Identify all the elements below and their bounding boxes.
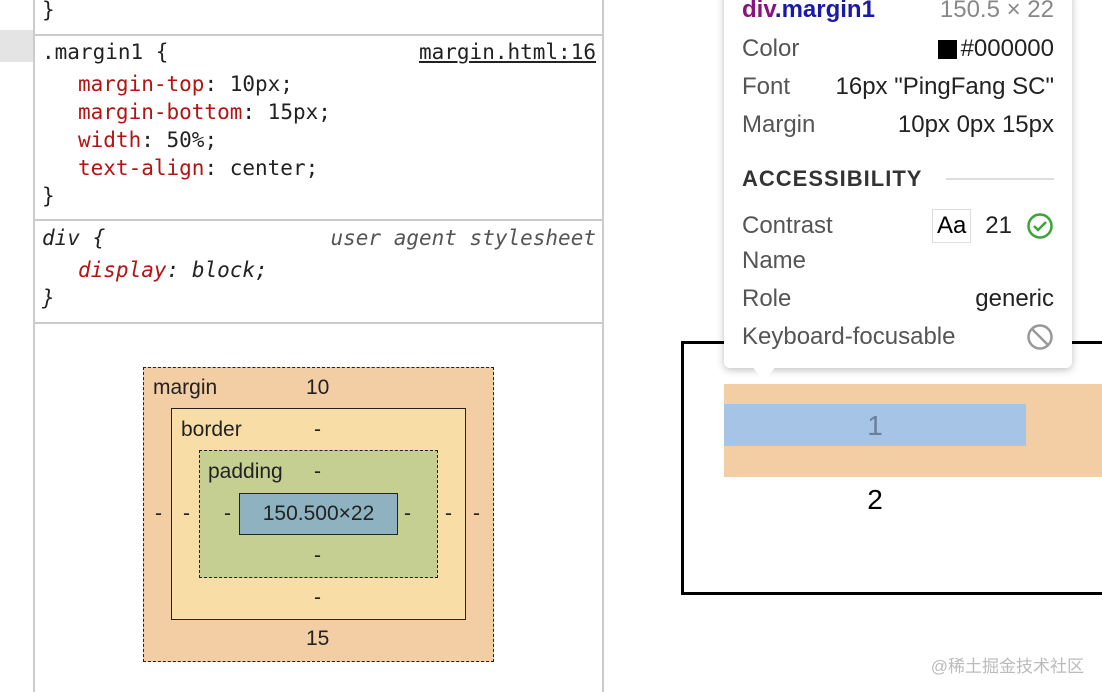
padding-bottom-value[interactable]: - [314, 544, 321, 567]
color-value: #000000 [960, 35, 1054, 62]
tooltip-arrow [752, 366, 776, 382]
inspect-tooltip: div.margin1 150.5 × 22 Color #000000 Font 1… [724, 0, 1072, 368]
property-name: margin-top [78, 72, 205, 96]
declaration[interactable]: text-align: center; [78, 156, 319, 180]
styles-pane [33, 0, 604, 692]
property-name: width [78, 128, 142, 152]
margin-value: 10px 0px 15px [897, 111, 1054, 138]
rule-close: } [42, 184, 55, 208]
property-name: display [78, 258, 167, 282]
declaration[interactable]: width: 50%; [78, 128, 218, 152]
property-value: center; [229, 156, 319, 180]
rule-close: } [42, 0, 55, 22]
font-label: Font [742, 73, 791, 100]
margin-right-value[interactable]: - [473, 502, 480, 525]
rule-close: } [42, 286, 55, 310]
content-size[interactable]: 150.500×22 [262, 502, 375, 525]
divider [33, 34, 604, 36]
border-label: border [181, 418, 242, 441]
contrast-sample: Aa [931, 209, 972, 243]
property-name: margin-bottom [78, 100, 243, 124]
selected-row-indicator [0, 30, 33, 62]
padding-label: padding [208, 460, 283, 483]
margin-left-value[interactable]: - [155, 502, 162, 525]
highlighted-div[interactable]: 1 [724, 404, 1026, 446]
margin-top-value[interactable]: 10 [306, 376, 330, 399]
declaration[interactable]: margin-top: 10px; [78, 72, 293, 96]
padding-left-value[interactable]: - [224, 502, 231, 525]
property-name: text-align [78, 156, 205, 180]
padding-right-value[interactable]: - [404, 502, 411, 525]
div-item-2[interactable]: 2 [867, 484, 883, 515]
rule-selector: div { [42, 226, 106, 250]
divider [33, 219, 604, 221]
name-label: Name [742, 247, 807, 274]
role-label: Role [742, 285, 792, 312]
box-model-content[interactable] [239, 493, 398, 535]
focus-label: Keyboard-focusable [742, 323, 956, 350]
tooltip-class: .margin1 [774, 0, 875, 23]
contrast-value: 21 [985, 212, 1012, 239]
tooltip-tag: div [742, 0, 775, 23]
divider [946, 178, 1054, 180]
divider [33, 322, 604, 324]
color-label: Color [742, 35, 800, 62]
source-link[interactable]: margin.html:16 [418, 40, 596, 64]
property-value: 15px; [267, 100, 331, 124]
border-left-value[interactable]: - [183, 502, 190, 525]
accessibility-heading: ACCESSIBILITY [742, 166, 923, 191]
tooltip-size: 150.5 × 22 [939, 0, 1054, 23]
rule-selector: .margin1 { [42, 40, 169, 64]
font-value: 16px "PingFang SC" [835, 73, 1055, 100]
declaration: display: block; [78, 258, 268, 282]
margin-label: Margin [742, 111, 816, 138]
declaration[interactable]: margin-bottom: 15px; [78, 100, 331, 124]
property-value: 50%; [166, 128, 218, 152]
watermark: @稀土掘金技术社区 [930, 657, 1084, 676]
padding-top-value[interactable]: - [314, 460, 321, 483]
color-swatch-icon [937, 39, 957, 59]
property-value: 10px; [229, 72, 293, 96]
border-right-value[interactable]: - [445, 502, 452, 525]
margin-label: margin [153, 376, 218, 399]
role-value: generic [975, 285, 1054, 312]
contrast-label: Contrast [742, 212, 833, 239]
margin-bottom-value[interactable]: 15 [306, 627, 330, 650]
check-circle-icon [1027, 213, 1053, 239]
border-bottom-value[interactable]: - [314, 586, 321, 609]
source-label: user agent stylesheet [330, 226, 596, 250]
not-allowed-icon [1027, 324, 1053, 350]
property-value: block; [191, 258, 268, 282]
border-top-value[interactable]: - [314, 418, 321, 441]
